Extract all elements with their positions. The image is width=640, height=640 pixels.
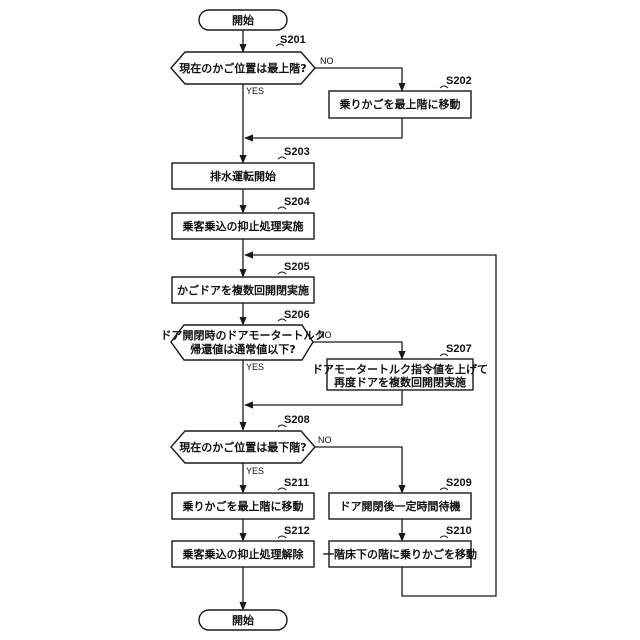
decision-s201-text: 現在のかご位置は最上階? xyxy=(179,61,306,75)
end-terminal: 開始 xyxy=(199,610,287,630)
step-id-s204: S204 xyxy=(284,196,311,208)
process-s207-text-line1: ドアモータートルク指令値を上げて xyxy=(312,362,488,376)
process-s202-text: 乗りかごを最上階に移動 xyxy=(340,97,461,111)
process-s204-text: 乗客乗込の抑止処理実施 xyxy=(183,219,304,233)
decision-s201: 現在のかご位置は最上階? S201 NO YES xyxy=(171,34,334,96)
edge-s207-return xyxy=(245,390,402,405)
step-id-s211: S211 xyxy=(284,477,309,489)
process-s205-text: かごドアを複数回開閉実施 xyxy=(177,283,309,297)
step-id-s210: S210 xyxy=(446,525,472,537)
no-label-s206: NO xyxy=(318,330,332,340)
step-id-s203: S203 xyxy=(284,146,310,158)
step-id-s209: S209 xyxy=(446,477,472,489)
yes-label-s208: YES xyxy=(246,466,264,476)
edge-s206-no xyxy=(313,342,402,359)
step-id-s202: S202 xyxy=(446,75,472,87)
step-id-s206: S206 xyxy=(284,309,310,321)
process-s212-text: 乗客乗込の抑止処理解除 xyxy=(183,547,305,561)
decision-s206-text-line1: ドア開閉時のドアモータートルク xyxy=(161,328,326,342)
process-s210-text: 一階床下の階に乗りかごを移動 xyxy=(323,547,477,561)
process-s207-text-line2: 再度ドアを複数回開閉実施 xyxy=(334,375,466,389)
process-s209: ドア開閉後一定時間待機 S209 xyxy=(329,477,472,519)
end-label: 開始 xyxy=(232,613,254,627)
process-s207: ドアモータートルク指令値を上げて 再度ドアを複数回開閉実施 S207 xyxy=(312,343,488,390)
decision-s208-text: 現在のかご位置は最下階? xyxy=(179,440,306,454)
process-s211-text: 乗りかごを最上階に移動 xyxy=(183,499,304,513)
step-id-s208: S208 xyxy=(284,414,310,426)
process-s202: 乗りかごを最上階に移動 S202 xyxy=(329,75,472,118)
step-id-s201: S201 xyxy=(280,34,306,46)
yes-label-s201: YES xyxy=(246,86,264,96)
edge-s202-return xyxy=(245,118,402,138)
process-s210: 一階床下の階に乗りかごを移動 S210 xyxy=(323,525,477,567)
decision-s206-text-line2: 帰還値は通常値以下? xyxy=(190,342,295,356)
start-terminal: 開始 xyxy=(199,10,287,30)
no-label-s201: NO xyxy=(320,56,334,66)
decision-s208: 現在のかご位置は最下階? S208 NO YES xyxy=(171,414,332,476)
edge-s208-no xyxy=(315,447,402,493)
yes-label-s206: YES xyxy=(246,362,264,372)
edge-s201-no xyxy=(315,68,402,91)
step-id-s205: S205 xyxy=(284,261,310,273)
no-label-s208: NO xyxy=(318,435,332,445)
decision-s206: ドア開閉時のドアモータートルク 帰還値は通常値以下? S206 NO YES xyxy=(161,309,332,372)
step-id-s212: S212 xyxy=(284,525,310,537)
process-s209-text: ドア開閉後一定時間待機 xyxy=(340,499,461,513)
process-s203-text: 排水運転開始 xyxy=(210,169,276,183)
step-id-s207: S207 xyxy=(446,343,472,355)
start-label: 開始 xyxy=(232,13,254,27)
